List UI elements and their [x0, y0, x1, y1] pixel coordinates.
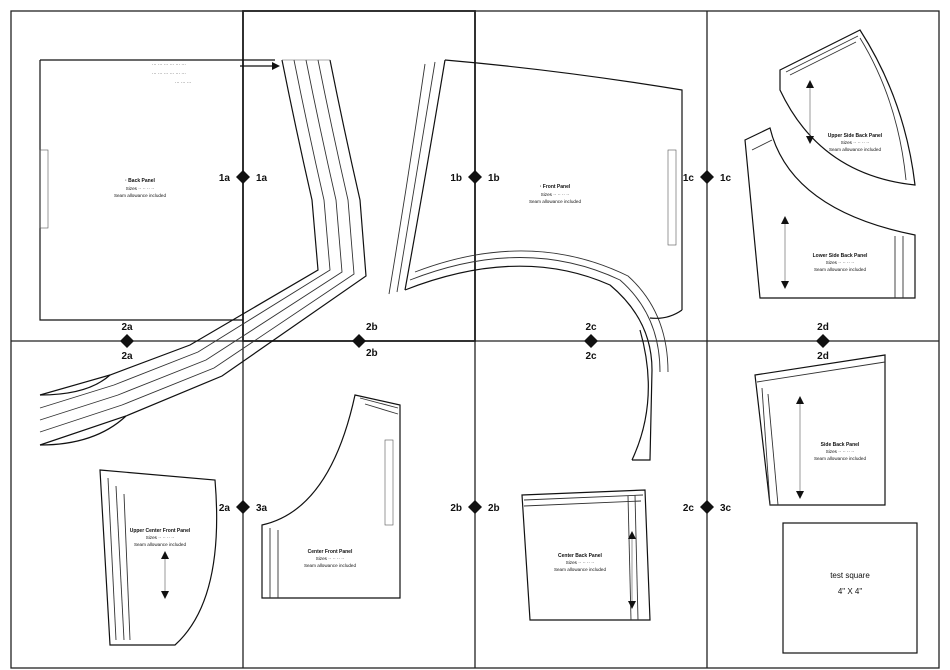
- mark-2a-bottom: 2a: [121, 351, 133, 362]
- svg-text:Sizes ·· ·· ·· ··: Sizes ·· ·· ·· ··: [826, 260, 855, 265]
- svg-text:Upper Center Front Panel: Upper Center Front Panel: [130, 528, 191, 534]
- svg-text:Seam allowance included: Seam allowance included: [814, 267, 867, 272]
- lower-side-back-piece: Lower Side Back Panel Sizes ·· ·· ·· ·· …: [744, 127, 916, 299]
- alignment-marks: 1a 1a 1b 1b 1c 1c 2a 2a 2b 2b 2c 2c 2d 2…: [120, 170, 830, 514]
- svg-text:Sizes ·· ·· ·· ··: Sizes ·· ·· ·· ··: [146, 535, 175, 540]
- svg-text:Upper Side Back Panel: Upper Side Back Panel: [828, 133, 883, 139]
- svg-text:··· ··· ··· ··· ··· ···: ··· ··· ··· ··· ··· ···: [152, 62, 186, 67]
- svg-text:Side Back Panel: Side Back Panel: [821, 442, 860, 448]
- svg-text:Seam allowance included: Seam allowance included: [529, 199, 582, 204]
- svg-text:Seam allowance included: Seam allowance included: [814, 456, 867, 461]
- svg-text:Lower Side Back Panel: Lower Side Back Panel: [813, 253, 868, 259]
- mark-3c-right: 3c: [720, 503, 732, 514]
- center-back-piece: Center Back Panel Sizes ·· ·· ·· ·· Seam…: [521, 489, 651, 621]
- mark-1c-left: 1c: [683, 173, 695, 184]
- mark-3b-left: 2b: [450, 503, 462, 514]
- side-back-piece: Side Back Panel Sizes ·· ·· ·· ·· Seam a…: [754, 354, 886, 506]
- svg-text:Sizes ·· ·· ·· ··: Sizes ·· ·· ·· ··: [841, 140, 870, 145]
- upper-center-front-piece: Upper Center Front Panel Sizes ·· ·· ·· …: [99, 469, 218, 646]
- tile-grid: [10, 10, 940, 669]
- svg-text:··· ··· ··· ··· ··· ···: ··· ··· ··· ··· ··· ···: [152, 71, 186, 76]
- mark-2d-bottom: 2d: [817, 351, 829, 362]
- mark-2c-top: 2c: [585, 322, 597, 333]
- mark-1c-right: 1c: [720, 173, 732, 184]
- back-band-piece: [39, 59, 367, 446]
- mark-3c-left: 2c: [683, 503, 695, 514]
- svg-text:Sizes ·· ·· ·· ··: Sizes ·· ·· ·· ··: [566, 560, 595, 565]
- svg-text:Sizes ·· ·· ·· ··: Sizes ·· ·· ·· ··: [541, 192, 570, 197]
- test-square-label: test square: [830, 571, 870, 580]
- svg-text:Center Back Panel: Center Back Panel: [558, 553, 603, 559]
- svg-text:Seam allowance included: Seam allowance included: [114, 193, 167, 198]
- test-square: test square 4" X 4": [782, 522, 918, 654]
- mark-3a-left: 2a: [219, 503, 231, 514]
- mark-2a-top: 2a: [121, 322, 133, 333]
- mark-2d-top: 2d: [817, 322, 829, 333]
- mark-2b-bottom: 2b: [366, 348, 378, 359]
- mark-1a-left: 1a: [219, 173, 231, 184]
- mark-3a-right: 3a: [256, 503, 268, 514]
- svg-text:Seam allowance included: Seam allowance included: [304, 563, 357, 568]
- svg-text:Seam allowance included: Seam allowance included: [554, 567, 607, 572]
- mark-1a-right: 1a: [256, 173, 268, 184]
- mark-1b-left: 1b: [450, 173, 462, 184]
- svg-text:Seam allowance included: Seam allowance included: [134, 542, 187, 547]
- mark-1b-right: 1b: [488, 173, 500, 184]
- center-front-piece: Center Front Panel Sizes ·· ·· ·· ·· Sea…: [261, 394, 401, 599]
- upper-side-back-piece: Upper Side Back Panel Sizes ·· ·· ·· ·· …: [779, 29, 916, 186]
- test-square-size: 4" X 4": [838, 587, 863, 596]
- svg-text:Sizes ·· ·· ·· ··: Sizes ·· ·· ·· ··: [316, 556, 345, 561]
- back-panel-label: · Back Panel Sizes ·· ·· ·· ·· Seam allo…: [114, 178, 167, 198]
- mark-2b-top: 2b: [366, 322, 378, 333]
- svg-text:Seam allowance included: Seam allowance included: [829, 147, 882, 152]
- svg-text:Center Front Panel: Center Front Panel: [308, 549, 353, 555]
- back-panel-piece: · Back Panel Sizes ·· ·· ·· ·· Seam allo…: [39, 59, 280, 321]
- mark-3b-right: 2b: [488, 503, 500, 514]
- svg-text:· Front Panel: · Front Panel: [540, 184, 571, 190]
- back-panel-notes: ··· ··· ··· ··· ··· ··· ··· ··· ··· ··· …: [152, 62, 191, 85]
- front-panel-piece: · Front Panel Sizes ·· ·· ·· ·· Seam all…: [388, 59, 683, 461]
- svg-text:· Back Panel: · Back Panel: [125, 178, 155, 184]
- svg-text:Sizes ·· ·· ·· ··: Sizes ·· ·· ·· ··: [826, 449, 855, 454]
- front-panel-label: · Front Panel Sizes ·· ·· ·· ·· Seam all…: [529, 184, 582, 204]
- mark-2c-bottom: 2c: [585, 351, 597, 362]
- svg-text:Sizes ·· ·· ·· ··: Sizes ·· ·· ·· ··: [126, 186, 155, 191]
- svg-text:··· ··· ···: ··· ··· ···: [175, 80, 191, 85]
